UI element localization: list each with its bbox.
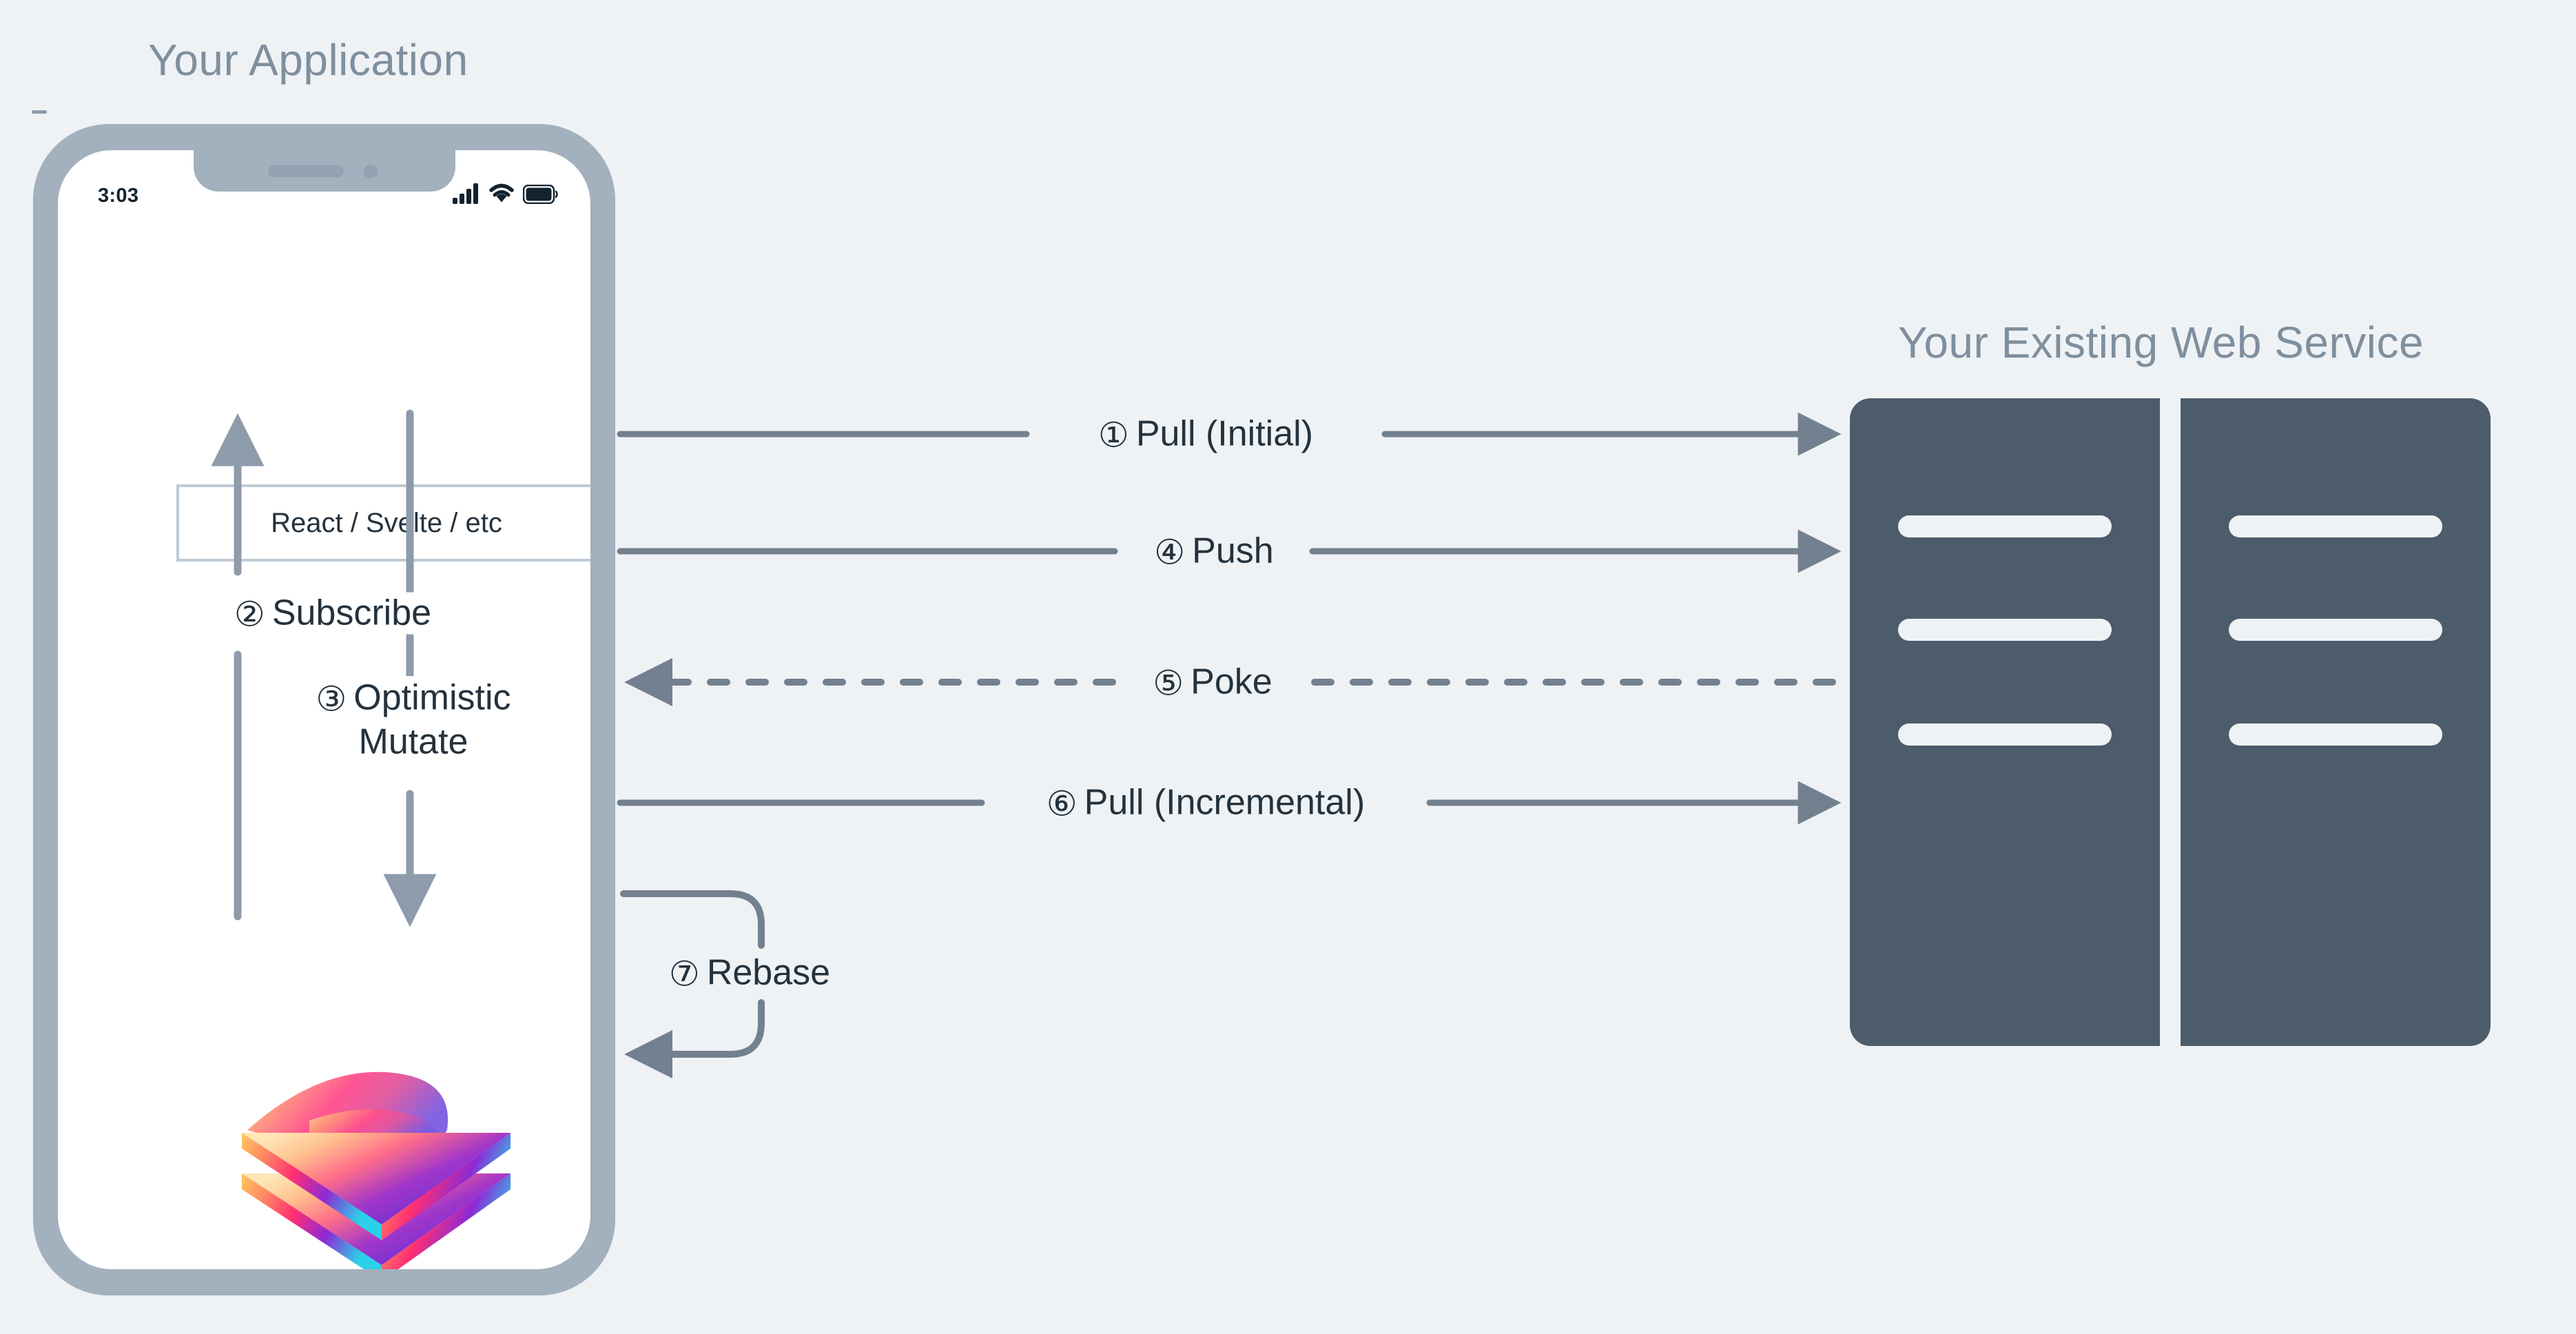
arrow-rebase: [620, 890, 765, 1078]
flow-number-7: ⑦: [669, 954, 700, 994]
flow-text-1: Pull (Initial): [1135, 413, 1314, 454]
flow-number-6: ⑥: [1046, 784, 1078, 823]
status-bar-time: 3:03: [98, 185, 139, 207]
server-left: [1850, 398, 2160, 1046]
cellular-signal-icon: [453, 183, 478, 204]
flow-text-2: Subscribe: [271, 593, 432, 633]
server-bar: [1898, 515, 2112, 537]
replicache-logo: [227, 1067, 537, 1269]
server-bar: [2229, 619, 2442, 641]
ui-framework-label: React / Svelte / etc: [271, 507, 502, 538]
flow-text-5: Poke: [1191, 661, 1272, 702]
server-bar: [2229, 724, 2442, 746]
decorative-dash: [32, 110, 47, 114]
flow-text-6: Pull (Incremental): [1084, 782, 1366, 823]
flow-number-2: ②: [234, 595, 265, 634]
flow-number-1: ①: [1098, 415, 1129, 455]
flow-text-7: Rebase: [706, 952, 831, 993]
flow-text-4: Push: [1192, 531, 1274, 571]
application-title: Your Application: [148, 35, 468, 85]
server-right: [2181, 398, 2491, 1046]
web-service-title: Your Existing Web Service: [1898, 318, 2424, 367]
phone-notch: [193, 150, 455, 192]
ui-framework-box[interactable]: React / Svelte / etc: [176, 484, 590, 562]
server-bar: [2229, 515, 2442, 537]
flow-number-4: ④: [1154, 533, 1186, 572]
speaker-icon: [267, 165, 344, 177]
server-bar: [1898, 619, 2112, 641]
flow-text-3: Optimistic Mutate: [353, 677, 511, 762]
server-bar: [1898, 724, 2112, 746]
battery-icon: [523, 185, 558, 204]
flow-number-5: ⑤: [1153, 664, 1184, 703]
replicache-logo-icon: [242, 1071, 511, 1269]
wifi-icon: [489, 183, 514, 203]
status-bar-icons: [453, 183, 559, 204]
flow-number-3: ③: [316, 679, 347, 719]
camera-icon: [363, 165, 378, 178]
